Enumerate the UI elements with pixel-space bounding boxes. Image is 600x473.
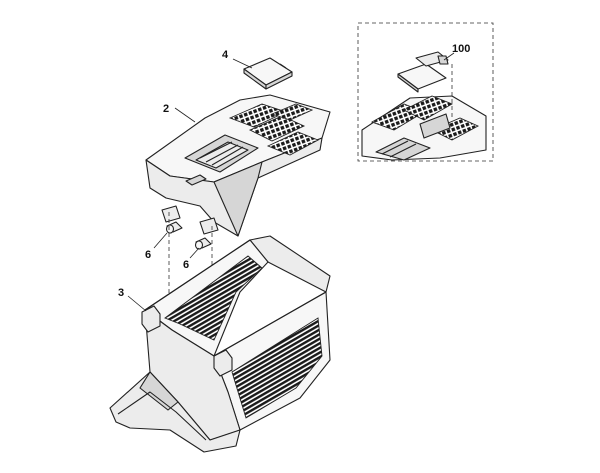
leader-100: [443, 52, 455, 61]
part-6-hinge-pin-right: [194, 237, 212, 250]
leader-3: [127, 295, 147, 312]
callout-6-left: 6: [145, 249, 151, 261]
leader-2: [174, 107, 196, 123]
leader-4: [232, 58, 253, 69]
part-2-grass-box-lid: [145, 94, 331, 237]
callout-3: 3: [118, 287, 124, 299]
callout-100: 100: [452, 43, 470, 55]
part-4-cover-plate: [243, 57, 293, 90]
part-6-hinge-pin-left: [165, 221, 183, 234]
callout-6-right: 6: [183, 259, 189, 271]
callout-4: 4: [222, 49, 229, 61]
part-3-grass-collection-box: [109, 235, 331, 453]
inset-detail-box: [357, 22, 494, 162]
callout-2: 2: [163, 103, 169, 115]
leader-6-left: [153, 232, 168, 249]
leader-6-right: [189, 247, 200, 259]
